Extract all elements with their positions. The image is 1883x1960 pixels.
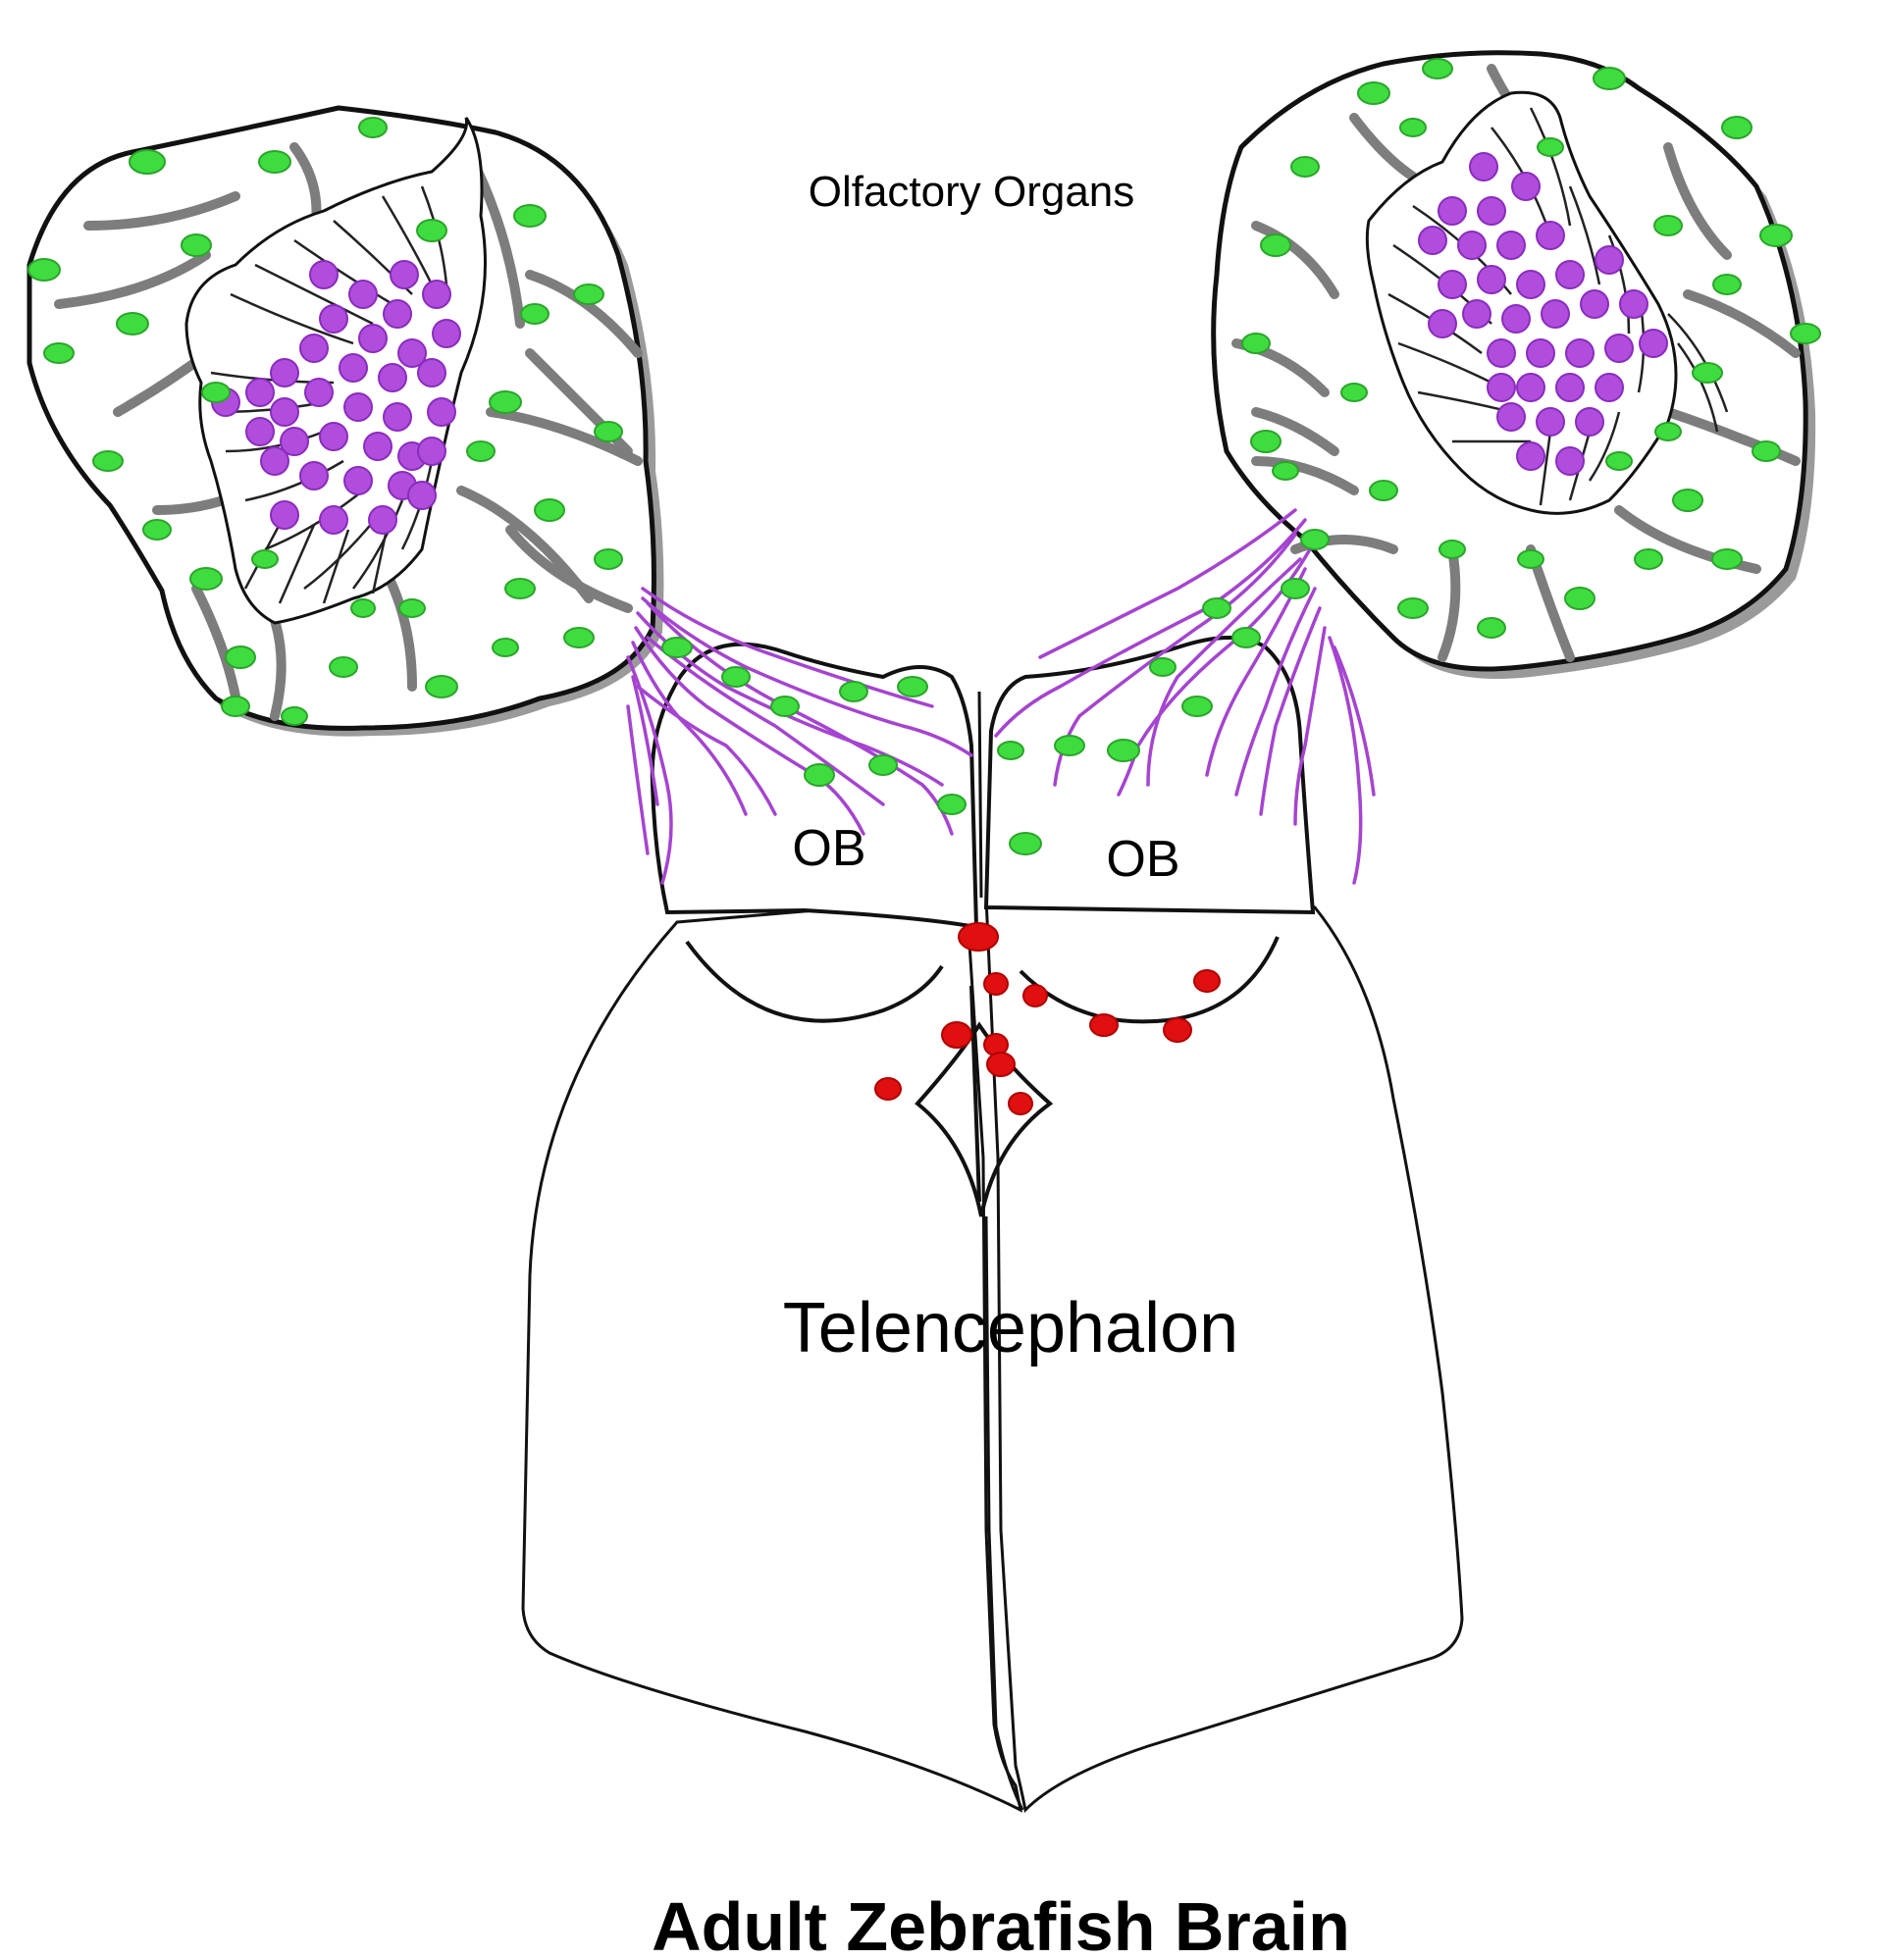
figure-title: Adult Zebrafish Brain: [652, 1888, 1350, 1960]
telencephalon: [521, 896, 1464, 1814]
telencephalon-left-hemisphere: [521, 896, 1023, 1813]
purple-cells: [211, 152, 1668, 535]
green-cells-left-organ: [27, 117, 623, 726]
green-cells-right-organ: [1241, 58, 1821, 639]
organ-right-raphe-outline: [1365, 90, 1678, 515]
label-telencephalon: Telencephalon: [783, 1289, 1238, 1367]
purple-cells-right: [1418, 152, 1668, 476]
olfactory-bulbs: [650, 636, 1316, 930]
green-cells-bulbs: [661, 578, 1310, 855]
telencephalon-right-hemisphere: [984, 896, 1464, 1814]
purple-cells-left: [211, 260, 461, 535]
ob-midline: [977, 691, 983, 899]
left-nerve-fibers: [626, 587, 973, 885]
midline-stem: [969, 985, 981, 1203]
midline-fissure: [984, 1215, 1024, 1811]
red-cells: [874, 922, 1221, 1115]
green-cells: [27, 58, 1821, 855]
label-ob-right: OB: [1106, 831, 1179, 888]
right-ob-boundary-curve: [1019, 936, 1280, 1024]
label-ob-left: OB: [792, 820, 865, 877]
left-ob-boundary-curve: [685, 940, 944, 1023]
label-olfactory-organs: Olfactory Organs: [809, 168, 1135, 216]
